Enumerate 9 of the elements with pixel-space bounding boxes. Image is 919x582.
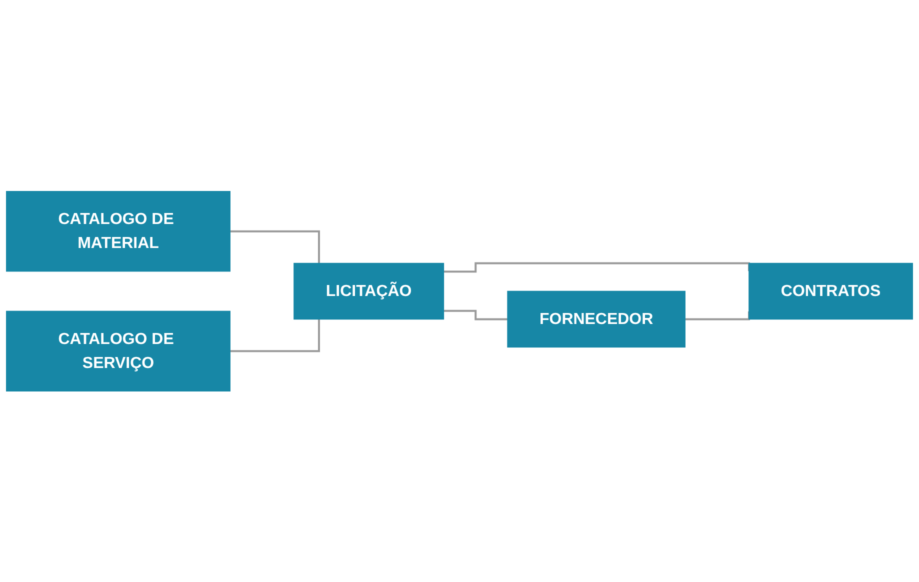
node-box: LICITAÇÃO xyxy=(294,262,444,320)
node-box: CATALOGO DE MATERIAL xyxy=(6,190,230,272)
node-box: CONTRATOS xyxy=(748,262,913,320)
connector xyxy=(444,262,750,272)
connector xyxy=(230,318,320,352)
connector xyxy=(444,310,509,320)
node-box: CATALOGO DE SERVIÇO xyxy=(6,310,230,392)
node-box: FORNECEDOR xyxy=(507,290,686,348)
connector xyxy=(230,230,320,264)
